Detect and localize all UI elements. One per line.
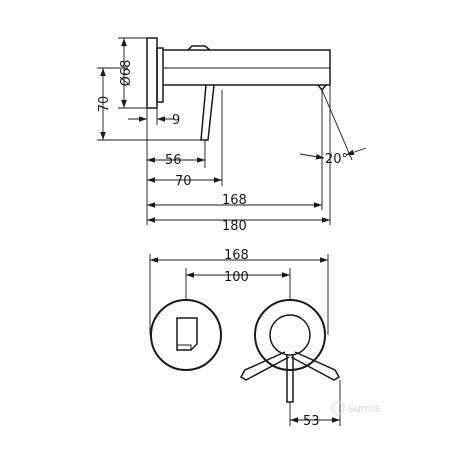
side-view: 70 Ø68 9 56 70 168 180 20° [97, 37, 367, 234]
lever-top [187, 45, 211, 51]
wall-plate [146, 37, 158, 109]
lever-handle [200, 84, 215, 141]
valve-insert-detail [177, 344, 192, 350]
dim-168-label: 168 [222, 193, 247, 208]
watermark-text: sumis [348, 402, 380, 415]
dim-angle-label: 20° [325, 152, 348, 167]
dim-front-168-label: 168 [224, 248, 249, 263]
plate-flange [156, 47, 164, 103]
dim-70-label: 70 [175, 174, 192, 189]
front-view: 168 100 53 [149, 248, 341, 429]
angle-arrow-left [299, 153, 325, 160]
dim-diameter-label: Ø68 [119, 60, 134, 87]
valve-rosette [150, 299, 222, 371]
dim-56-label: 56 [165, 153, 182, 168]
dim-100-label: 100 [224, 270, 249, 285]
dim-height-label: 70 [97, 96, 112, 113]
lever-stem [286, 355, 294, 403]
mixer-rosette [254, 299, 326, 371]
lever-arm-right [290, 351, 341, 381]
watermark-logo-icon [331, 401, 345, 415]
dim-offset-label: 9 [172, 113, 180, 128]
angle-arrow-right [345, 147, 367, 156]
dim-53-label: 53 [303, 414, 320, 429]
angle-ray [321, 89, 353, 161]
watermark: sumis [331, 401, 380, 415]
spout-section [269, 314, 311, 356]
dim-180-label: 180 [222, 219, 247, 234]
lever-arm-left [239, 351, 290, 381]
